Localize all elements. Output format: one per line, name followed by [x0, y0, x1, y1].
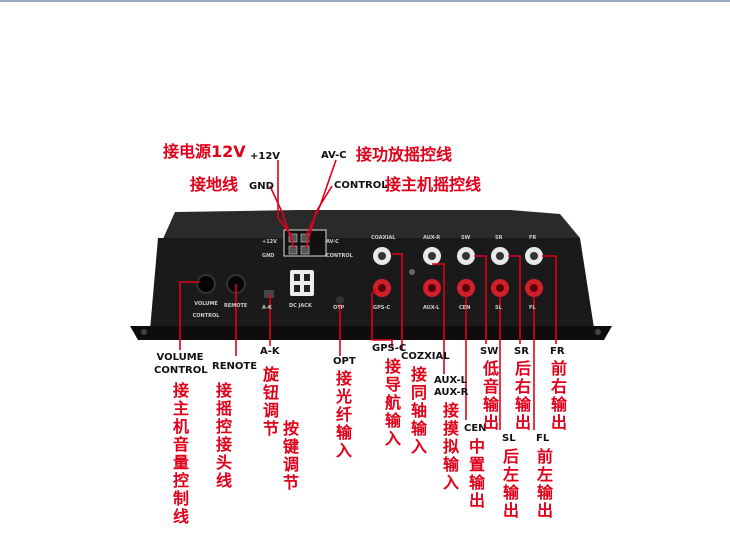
terminal-12v	[288, 233, 298, 243]
volume-control-jack	[196, 274, 216, 294]
sr-cn-label: 后右输出	[512, 360, 531, 432]
control-en-label: CONTROL	[334, 180, 388, 191]
panel-fl-label: FL	[529, 305, 536, 311]
rca-top-row	[373, 247, 543, 265]
ak-cn-label-2: 按键调节	[280, 420, 299, 492]
ak-switch	[264, 290, 274, 298]
fr-cn-label: 前右输出	[548, 360, 567, 432]
center-screw	[409, 269, 415, 275]
panel-gnd-label: GND	[262, 253, 275, 259]
remote-cn-label: 接摇控接头线	[213, 382, 232, 490]
fl-cn-label: 前左输出	[534, 448, 553, 520]
fr-en-label: FR	[550, 346, 565, 357]
panel-12v-label: +12V	[262, 239, 278, 245]
opt-en-label: OPT	[333, 356, 356, 367]
coax-cn-label: 接同轴输入	[408, 366, 427, 456]
panel-fr-label: FR	[529, 235, 537, 241]
remote-en-label: RENOTE	[212, 361, 258, 372]
panel-avc-label: AV-C	[326, 239, 339, 245]
avc-en-label: AV-C	[321, 150, 347, 161]
gps-en-label: GPS-C	[372, 343, 407, 354]
gnd-cn-label: 接地线	[190, 175, 239, 194]
aux-en-label-2: AUX-R	[434, 387, 469, 398]
otp-port	[336, 296, 344, 304]
panel-control-label: CONTROL	[326, 253, 353, 259]
aux-cn-label: 接摸拟输入	[440, 402, 459, 492]
mounting-flange	[130, 326, 612, 340]
cen-cn-label: 中置输出	[466, 438, 485, 510]
power-12v-cn-label: 接电源12V	[163, 142, 246, 161]
volume-en-label-2: CONTROL	[154, 365, 208, 376]
panel-cen-label: CEN	[459, 305, 471, 311]
dc-jack	[290, 270, 314, 296]
ak-cn-label-1: 旋钮调节	[260, 366, 279, 438]
top-border-line	[0, 0, 730, 2]
panel-dcjack-label: DC JACK	[289, 303, 312, 309]
panel-sl-label: SL	[495, 305, 502, 311]
leader-lines	[179, 159, 557, 430]
opt-cn-label: 接光纤输入	[333, 370, 352, 460]
sw-en-label: SW	[480, 346, 499, 357]
cen-en-label: CEN	[464, 423, 487, 434]
panel-otp-label: OTP	[333, 305, 345, 311]
flange-hole-left	[141, 329, 147, 335]
terminal-control	[300, 245, 310, 255]
aux-en-label-1: AUX-L	[434, 375, 467, 386]
coax-en-label: COZXIAL	[401, 351, 450, 362]
control-cn-label: 接主机摇控线	[385, 175, 482, 194]
rca-bottom-row	[373, 279, 543, 297]
gnd-en-label: GND	[249, 181, 274, 192]
panel-gpsc-label: GPS-C	[373, 305, 391, 311]
panel-ak-label: A-K	[262, 305, 272, 311]
flange-hole-right	[595, 329, 601, 335]
panel-sr-label: SR	[495, 235, 503, 241]
avc-cn-label: 接功放摇控线	[356, 145, 453, 164]
sw-cn-label: 低音输出	[480, 360, 499, 432]
sr-en-label: SR	[514, 346, 529, 357]
fl-en-label: FL	[536, 433, 550, 444]
gps-cn-label: 接导航输入	[382, 358, 401, 448]
panel-volume-label: VOLUME CONTROL	[192, 301, 220, 319]
device-front-face	[150, 238, 594, 330]
ak-en-label: A-K	[260, 346, 280, 357]
panel-remote-label: REMOTE	[224, 303, 248, 309]
volume-cn-label: 接主机音量控制线	[170, 382, 189, 526]
panel-sw-label: SW	[461, 235, 471, 241]
power-12v-en-label: +12V	[250, 151, 281, 162]
volume-en-label-1: VOLUME	[156, 352, 204, 363]
panel-auxr-label: AUX-R	[423, 235, 441, 241]
sl-en-label: SL	[502, 433, 516, 444]
panel-auxl-label: AUX-L	[423, 305, 440, 311]
sl-cn-label: 后左输出	[500, 448, 519, 520]
panel-coaxial-label: COAXIAL	[371, 235, 396, 241]
